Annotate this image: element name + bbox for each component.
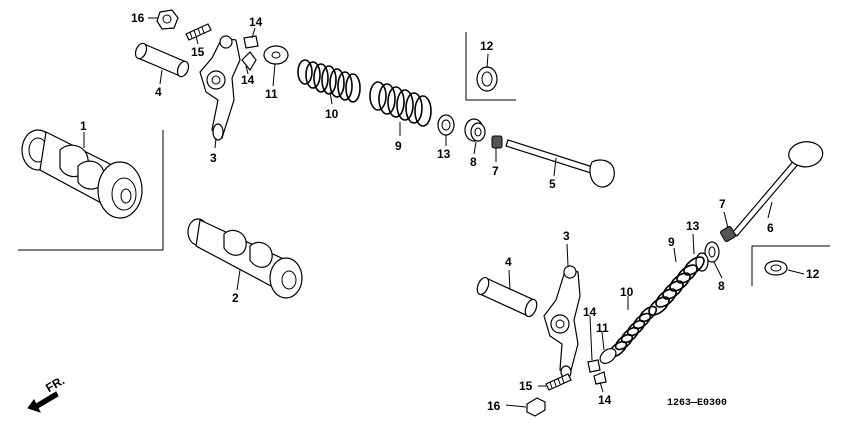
callout-15-upper: 15: [191, 45, 205, 59]
callout-12-lower: 12: [806, 267, 820, 281]
callout-14-lower-b: 14: [598, 393, 612, 407]
callout-8-lower: 8: [718, 279, 725, 293]
callout-11-lower: 11: [596, 321, 609, 335]
callout-5: 5: [549, 177, 556, 191]
part-3-rocker-arm-upper: [199, 35, 241, 141]
callout-12-upper: 12: [480, 39, 494, 53]
part-3-rocker-arm-lower: [543, 265, 581, 379]
callout-9-lower: 9: [668, 235, 675, 249]
part-4-shaft-lower: [476, 276, 538, 318]
part-1-camshaft: [21, 129, 143, 219]
part-11-washer-upper: [263, 45, 289, 65]
callout-9-upper: 9: [395, 139, 402, 153]
part-7-seal-upper: [491, 135, 503, 149]
callout-labels: 16 15 14 14 4 3 11 10 9 12 13 8 7 5 1 2 …: [80, 11, 820, 413]
callout-3-upper: 3: [210, 151, 217, 165]
part-6-valve: [732, 141, 824, 237]
callout-14-lower-a: 14: [583, 305, 597, 319]
front-direction-arrow: [27, 391, 59, 413]
front-direction-label: FR.: [43, 373, 67, 395]
part-13-seat-lower: [695, 252, 709, 272]
callout-6: 6: [767, 221, 774, 235]
part-12-shim-lower: [764, 260, 788, 276]
part-8-retainer-upper: [464, 118, 486, 142]
part-9-spring-upper: [369, 81, 432, 127]
callout-13-upper: 13: [437, 147, 451, 161]
part-16-nut-upper: [156, 9, 179, 30]
part-10-spring-upper: [297, 59, 361, 103]
part-12-shim-upper: [476, 66, 498, 92]
part-16-nut-lower: [526, 397, 546, 417]
callout-10-upper: 10: [325, 107, 339, 121]
callout-11-upper: 11: [265, 87, 278, 101]
part-2-camshaft: [187, 218, 303, 299]
part-15-screw-upper: [185, 23, 212, 41]
part-5-valve: [505, 139, 615, 188]
part-8-retainer-lower: [704, 241, 720, 263]
callout-1: 1: [80, 119, 87, 133]
part-9-spring-lower: [648, 256, 705, 316]
part-13-seat-upper: [437, 114, 455, 136]
leader-lines: [83, 17, 805, 408]
part-14-caps-upper: [241, 35, 259, 72]
callout-3-lower: 3: [563, 229, 570, 243]
callout-16-upper: 16: [131, 11, 145, 25]
part-7-seal-lower: [720, 226, 736, 242]
part-4-shaft-upper: [134, 42, 190, 78]
callout-4-lower: 4: [505, 255, 512, 269]
callout-15-lower: 15: [519, 379, 533, 393]
callout-14-upper-a: 14: [249, 15, 263, 29]
callout-7-lower: 7: [719, 197, 726, 211]
callout-8-upper: 8: [470, 155, 477, 169]
callout-7-upper: 7: [492, 164, 499, 178]
callout-16-lower: 16: [487, 399, 501, 413]
callout-13-lower: 13: [686, 219, 700, 233]
part-11-washer-lower: [599, 348, 617, 364]
callout-2: 2: [232, 291, 239, 305]
bracket-lines: [18, 32, 830, 286]
callout-4-upper: 4: [155, 85, 162, 99]
callout-14-upper-b: 14: [241, 73, 255, 87]
drawing-code: 1263—E0300: [667, 398, 727, 409]
part-14-caps-lower: [587, 359, 607, 385]
callout-10-lower: 10: [620, 285, 634, 299]
part-15-screw-lower: [545, 373, 572, 391]
